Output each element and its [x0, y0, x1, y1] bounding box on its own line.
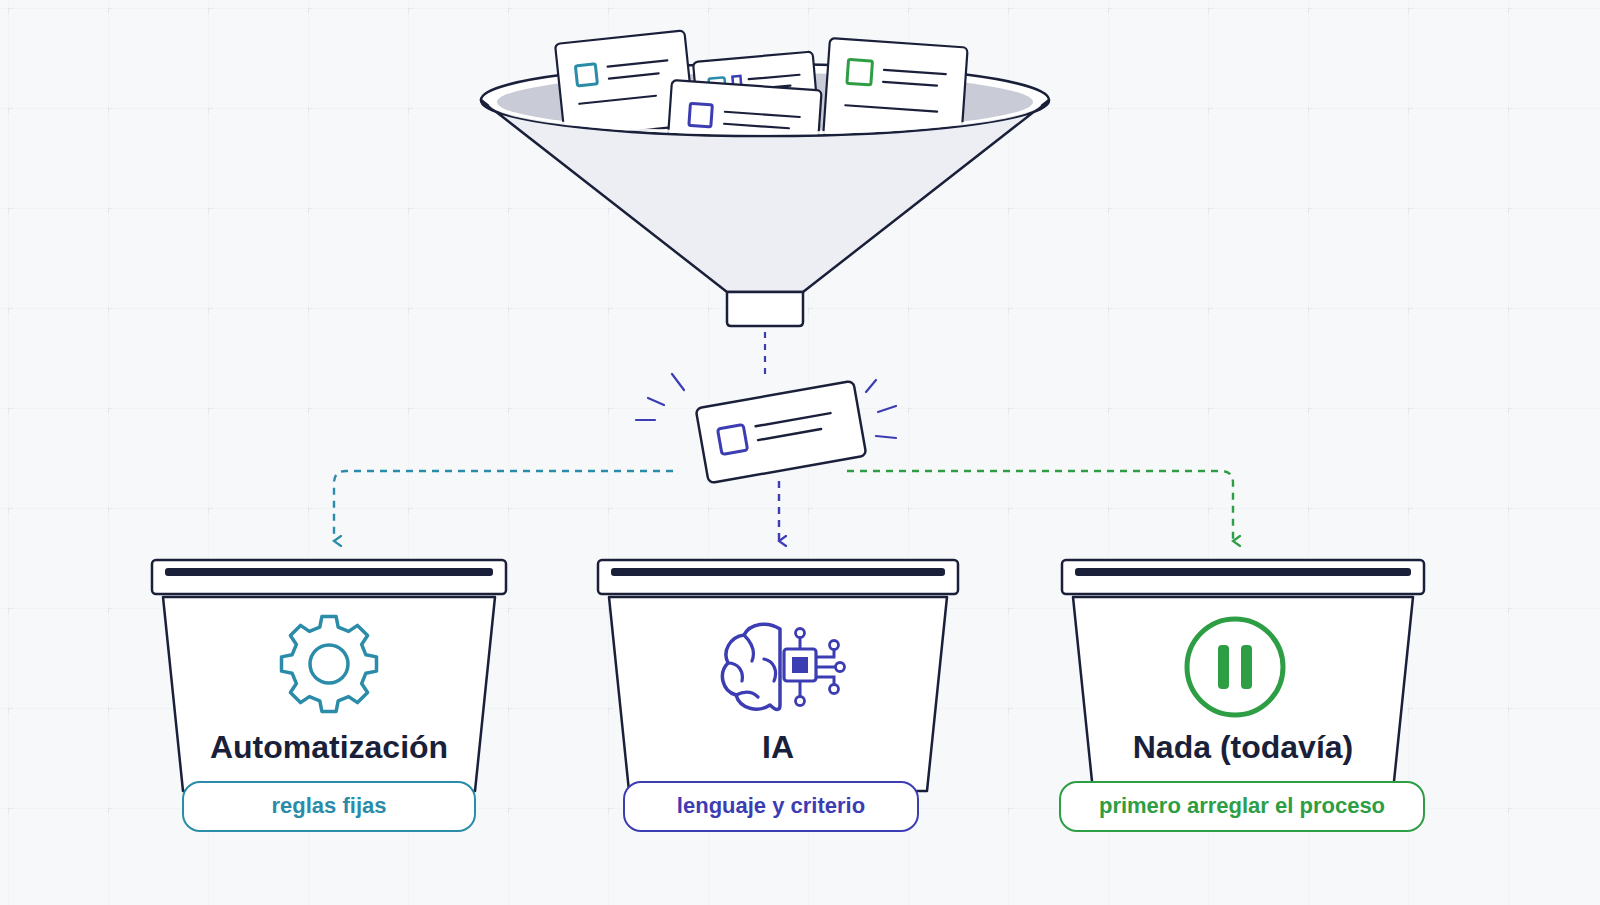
- caption-text: lenguaje y criterio: [677, 794, 865, 818]
- drawing-part: [792, 657, 808, 673]
- drawing-part: [1187, 619, 1283, 715]
- drawing-part: [830, 685, 839, 694]
- drawing-part: [796, 629, 805, 638]
- drawing-part: [722, 624, 780, 709]
- drawing-part: [866, 380, 876, 392]
- drawing-part: [796, 697, 805, 706]
- drawing-part: [830, 641, 839, 650]
- funnel-rim-highlight: [490, 104, 1040, 133]
- bucket-opening: [165, 568, 493, 576]
- drawing-part: [689, 103, 712, 126]
- drawing-part: [1241, 645, 1252, 689]
- drawing-part: [847, 59, 873, 85]
- caption-text: reglas fijas: [272, 794, 387, 818]
- drawing-part: [724, 112, 800, 129]
- funnel-spout: [727, 292, 803, 326]
- drawing-part: [728, 635, 776, 697]
- drawing-part: [845, 67, 945, 112]
- drawing-part: [282, 617, 377, 712]
- bucket-box: primero arreglar el procesoNada (todavía…: [1061, 559, 1425, 791]
- drawing-part: [876, 436, 896, 438]
- drawing-part: [648, 398, 664, 405]
- gear-icon: [282, 617, 377, 712]
- bucket-box: lenguaje y criterioIA: [597, 559, 959, 791]
- drawing-part: [1218, 645, 1229, 689]
- bucket-title: Nada (todavía): [1061, 729, 1425, 766]
- caption-pill: primero arreglar el proceso: [1059, 781, 1425, 832]
- route-arrow: [778, 481, 780, 541]
- caption-pill: lenguaje y criterio: [623, 781, 919, 832]
- falling-card: [696, 381, 867, 484]
- route-arrow: [847, 471, 1233, 541]
- drop-line: [764, 332, 766, 380]
- route-arrow: [334, 471, 673, 541]
- bucket-rim: [598, 560, 958, 594]
- caption-text: primero arreglar el proceso: [1099, 794, 1385, 818]
- drawing-part: [718, 424, 748, 454]
- bucket-rim: [1062, 560, 1424, 594]
- drawing-part: [836, 663, 845, 672]
- drawing-part: [575, 64, 597, 86]
- drawing-part: [878, 406, 896, 412]
- drawing-part: [310, 645, 348, 683]
- caption-pill: reglas fijas: [182, 781, 476, 832]
- drawing-part: [636, 419, 655, 421]
- bucket-title: Automatización: [151, 729, 507, 766]
- drawing-part: [672, 374, 684, 390]
- drawing-part: [576, 60, 671, 103]
- motion-sparks: [636, 374, 896, 438]
- funnel-cone: [481, 100, 1049, 292]
- drawing-part: [756, 413, 833, 440]
- bucket-rim: [152, 560, 506, 594]
- bucket-opening: [1075, 568, 1411, 576]
- brain-icon: [722, 624, 844, 709]
- pause-icon: [1187, 619, 1283, 715]
- drawing-part: [696, 381, 867, 484]
- bucket-opening: [611, 568, 945, 576]
- bucket-box: reglas fijasAutomatización: [151, 559, 507, 791]
- drawing-part: [784, 649, 816, 681]
- bucket-title: IA: [597, 729, 959, 766]
